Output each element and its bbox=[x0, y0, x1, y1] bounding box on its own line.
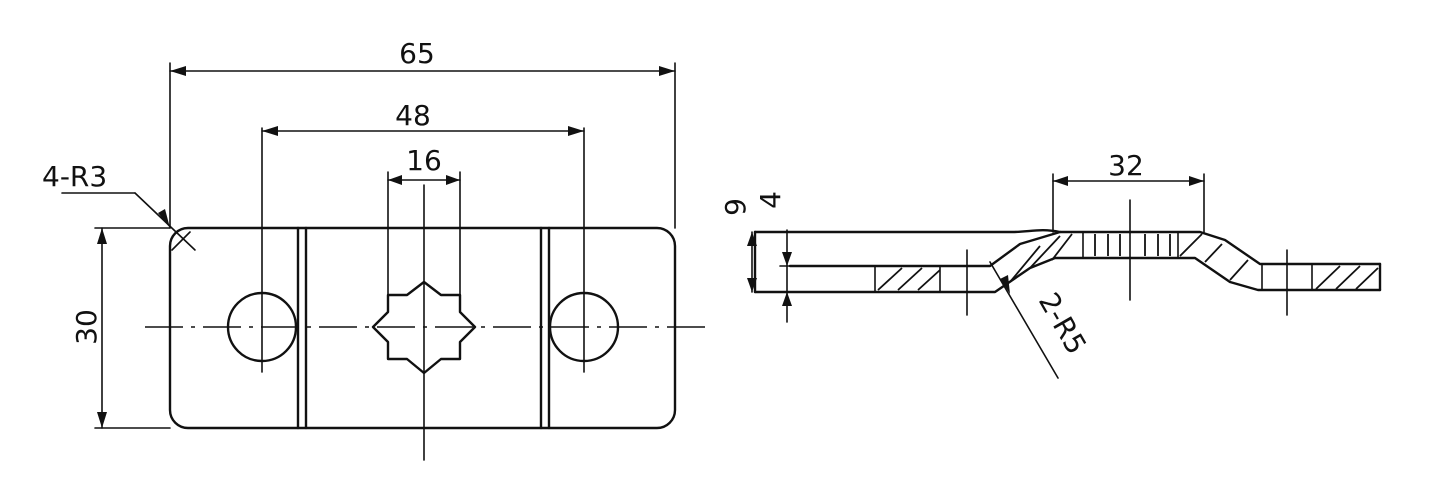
hatch-right-bend bbox=[1179, 233, 1249, 281]
dim-16-arrow-left bbox=[388, 175, 402, 185]
profile-inner-step bbox=[788, 230, 1062, 268]
r3-leader-arrow bbox=[158, 209, 170, 228]
profile-bottom-edge bbox=[753, 256, 1382, 294]
dim-16-label: 16 bbox=[406, 144, 442, 177]
dim-4-label: 4 bbox=[754, 191, 787, 209]
dim-65-label: 65 bbox=[399, 37, 435, 70]
dim-4-arrow-top bbox=[782, 252, 792, 266]
dim-9-label: 9 bbox=[719, 198, 752, 216]
dim-48-arrow-right bbox=[568, 126, 584, 136]
dim-9-arrow-bottom bbox=[747, 278, 757, 292]
dim-32-label: 32 bbox=[1108, 149, 1144, 182]
hatch-bend bbox=[1009, 233, 1073, 283]
r3-corner-mark bbox=[171, 231, 191, 251]
dim-30-arrow-bottom bbox=[97, 412, 107, 428]
hatch-center bbox=[1094, 234, 1171, 256]
profile-top-edge bbox=[753, 229, 1382, 266]
front-view: 65 48 16 30 4-R3 bbox=[42, 37, 710, 461]
r5-leader bbox=[989, 261, 1059, 379]
r5-leader-arrow bbox=[1000, 275, 1010, 294]
dim-32-arrow-left bbox=[1053, 176, 1068, 186]
hatch-right bbox=[1315, 265, 1379, 290]
dim-30-label: 30 bbox=[70, 309, 103, 345]
dim-48-label: 48 bbox=[395, 99, 431, 132]
r3-label: 4-R3 bbox=[42, 160, 107, 193]
hatch-left bbox=[877, 267, 941, 291]
dim-16-arrow-right bbox=[446, 175, 460, 185]
plate-outline bbox=[168, 226, 677, 430]
dim-65-arrow-right bbox=[659, 66, 675, 76]
dim-48-arrow-left bbox=[262, 126, 278, 136]
dim-32-arrow-right bbox=[1189, 176, 1204, 186]
side-view: 32 9 4 2-R5 bbox=[719, 149, 1382, 379]
dim-9-arrow-top bbox=[747, 232, 757, 246]
dim-4-arrow-bottom bbox=[782, 292, 792, 306]
dim-65-arrow-left bbox=[170, 66, 186, 76]
dim-30-arrow-top bbox=[97, 228, 107, 244]
